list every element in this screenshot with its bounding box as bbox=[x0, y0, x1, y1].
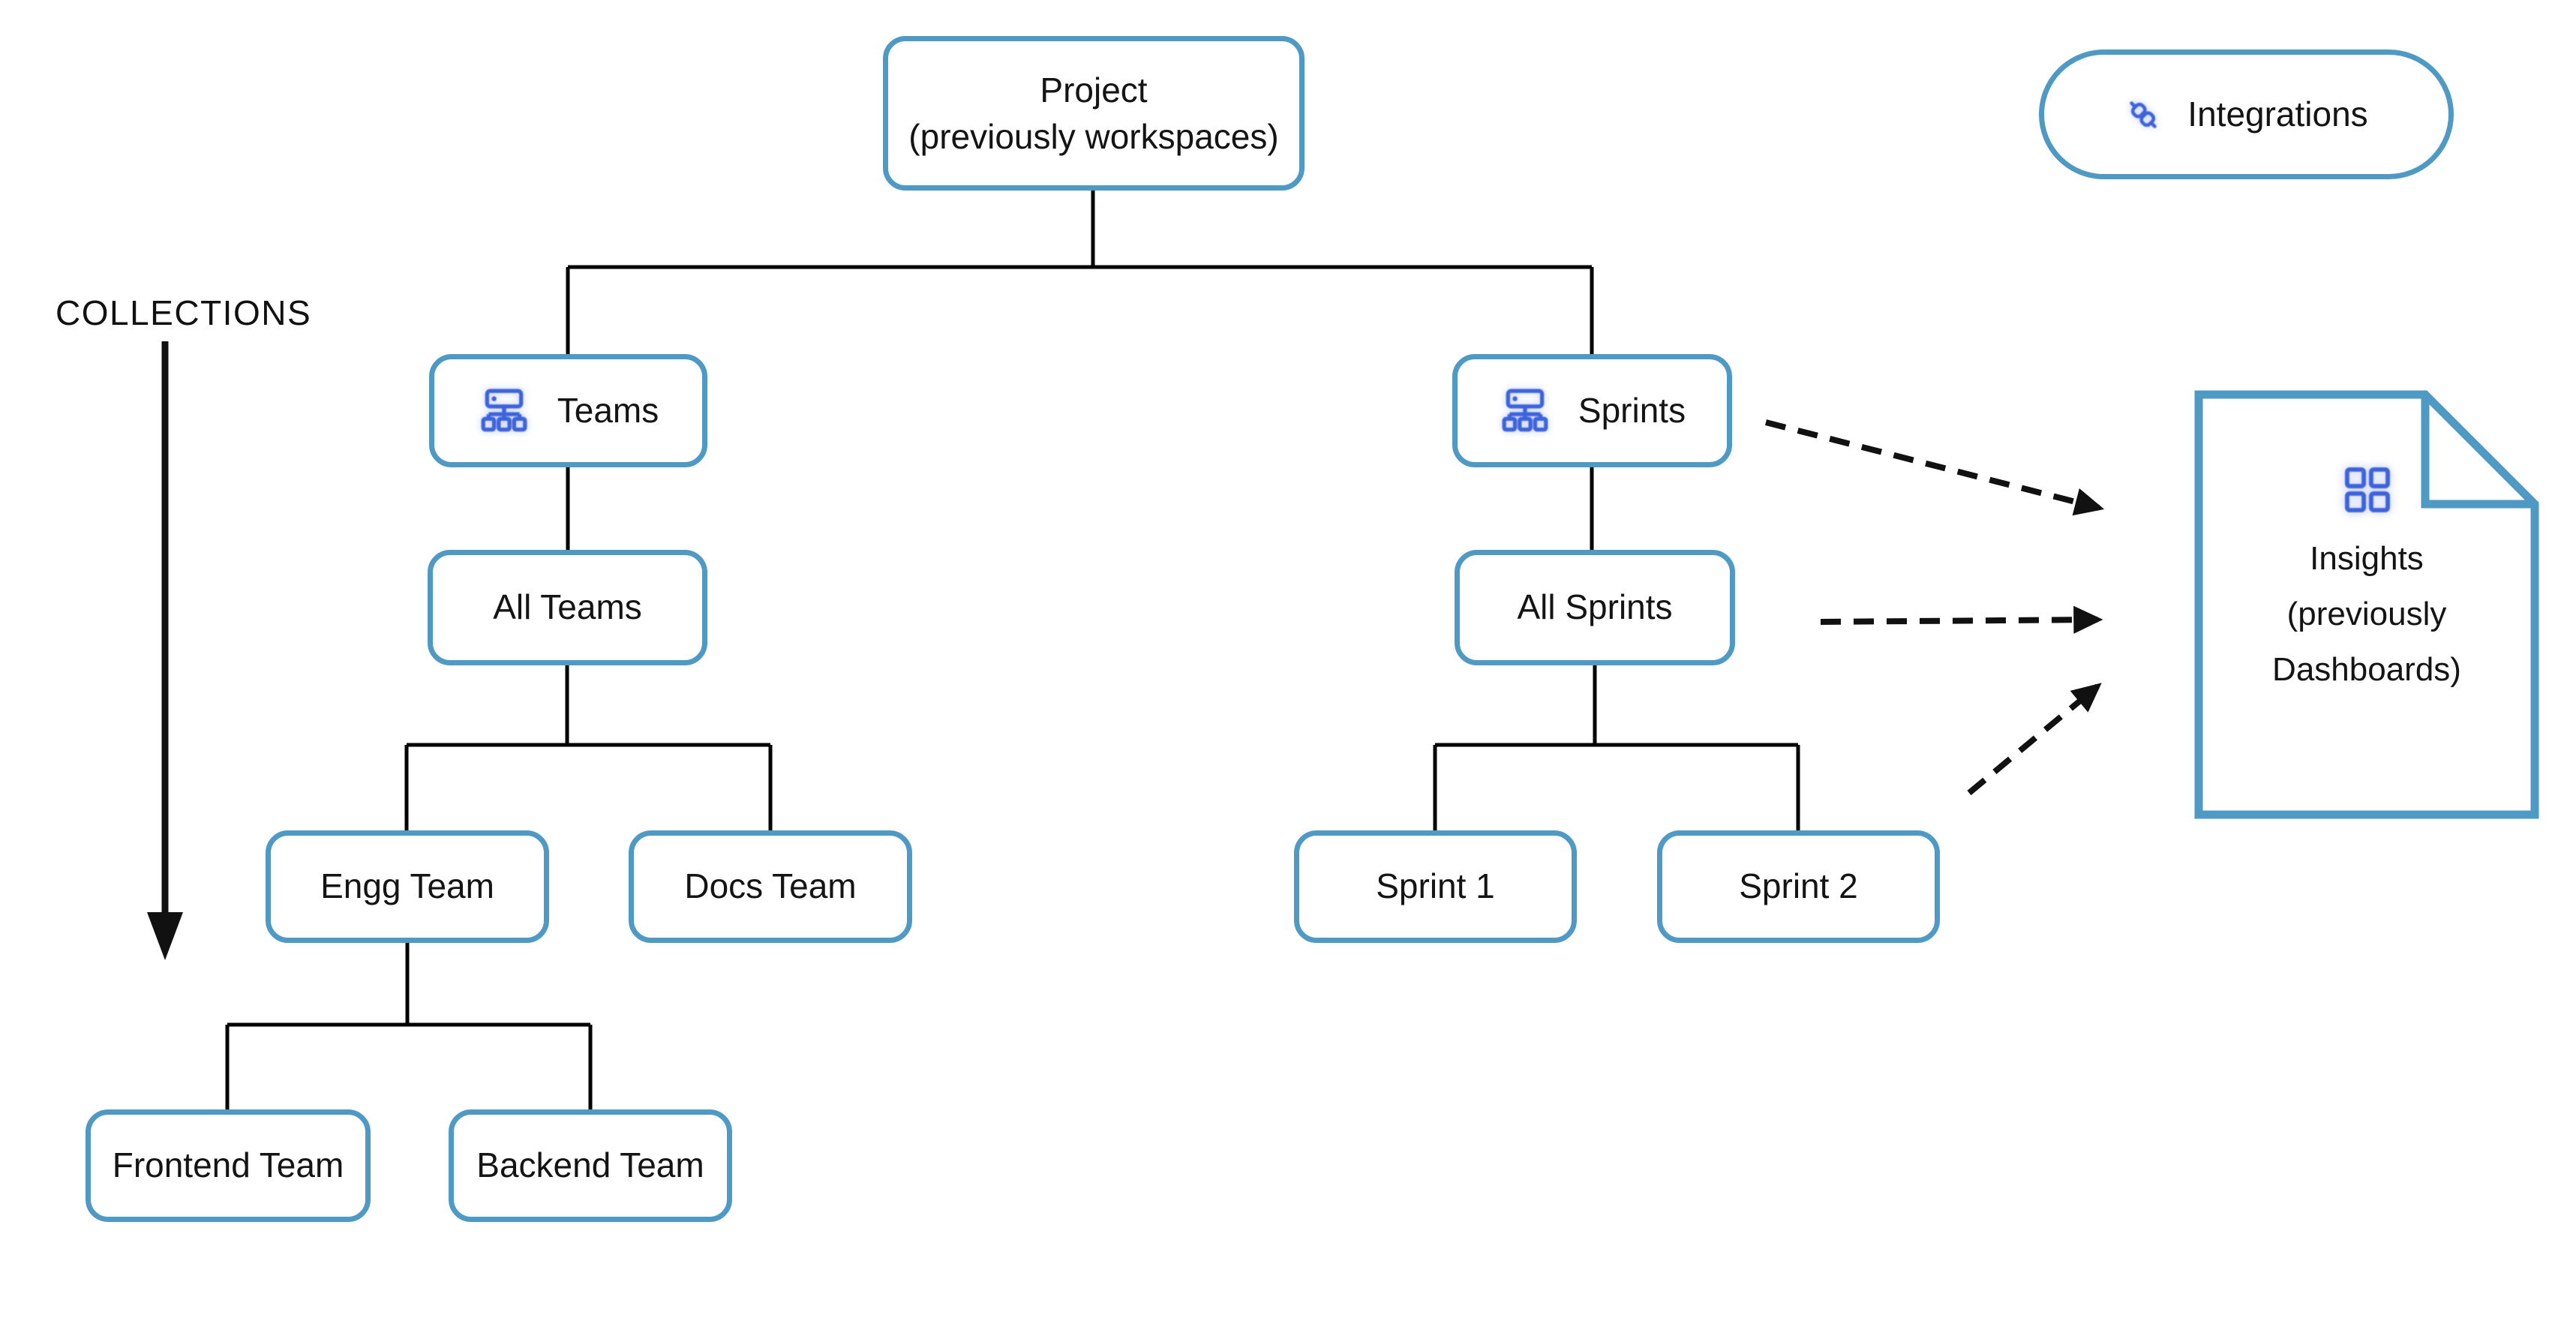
all-sprints-to-insights-arrow bbox=[1820, 605, 2103, 634]
node-frontend-team: Frontend Team bbox=[86, 1109, 371, 1222]
integrations-label: Integrations bbox=[2187, 94, 2368, 134]
dashed-arrows bbox=[1765, 419, 2105, 796]
document-shape bbox=[2194, 390, 2539, 819]
backend-team-label: Backend Team bbox=[476, 1145, 704, 1185]
teams-label: Teams bbox=[557, 390, 659, 430]
docs-team-label: Docs Team bbox=[684, 866, 857, 906]
node-sprint-2: Sprint 2 bbox=[1657, 830, 1940, 943]
project-label-line1: Project bbox=[1040, 71, 1148, 110]
sprint2-to-insights-arrow bbox=[1967, 683, 2102, 796]
node-engg-team: Engg Team bbox=[266, 830, 549, 943]
insights-label-line1: Insights bbox=[2310, 540, 2424, 577]
node-sprint-1: Sprint 1 bbox=[1294, 830, 1577, 943]
org-chart-icon bbox=[478, 388, 530, 434]
node-sprints: Sprints bbox=[1452, 354, 1732, 467]
insights-label-line3: Dashboards) bbox=[2272, 651, 2461, 688]
insights-label-line2: (previously bbox=[2286, 596, 2447, 632]
frontend-team-label: Frontend Team bbox=[112, 1145, 344, 1185]
node-docs-team: Docs Team bbox=[629, 830, 912, 943]
dashboard-grid-icon bbox=[2343, 465, 2391, 518]
node-backend-team: Backend Team bbox=[449, 1109, 732, 1222]
sprints-label: Sprints bbox=[1578, 390, 1686, 430]
all-sprints-label: All Sprints bbox=[1517, 587, 1673, 627]
engg-team-label: Engg Team bbox=[320, 866, 494, 906]
sprint-1-label: Sprint 1 bbox=[1376, 866, 1495, 906]
project-label-line2: (previously workspaces) bbox=[908, 117, 1279, 156]
node-all-sprints: All Sprints bbox=[1455, 550, 1735, 665]
sprints-to-insights-arrow bbox=[1765, 419, 2105, 516]
insights-label: Insights (previously Dashboards) bbox=[2194, 531, 2539, 698]
insights-document: Insights (previously Dashboards) bbox=[2194, 390, 2539, 819]
node-all-teams: All Teams bbox=[428, 550, 707, 665]
collections-arrow bbox=[147, 341, 183, 960]
integrations-pill: Integrations bbox=[2039, 50, 2454, 179]
node-project: Project (previously workspaces) bbox=[883, 36, 1305, 191]
node-teams: Teams bbox=[429, 354, 707, 467]
plug-integration-icon bbox=[2124, 96, 2162, 134]
collections-label: COLLECTIONS bbox=[56, 293, 312, 332]
org-chart-icon bbox=[1499, 388, 1551, 434]
sprint-2-label: Sprint 2 bbox=[1739, 866, 1858, 906]
all-teams-label: All Teams bbox=[493, 587, 642, 627]
